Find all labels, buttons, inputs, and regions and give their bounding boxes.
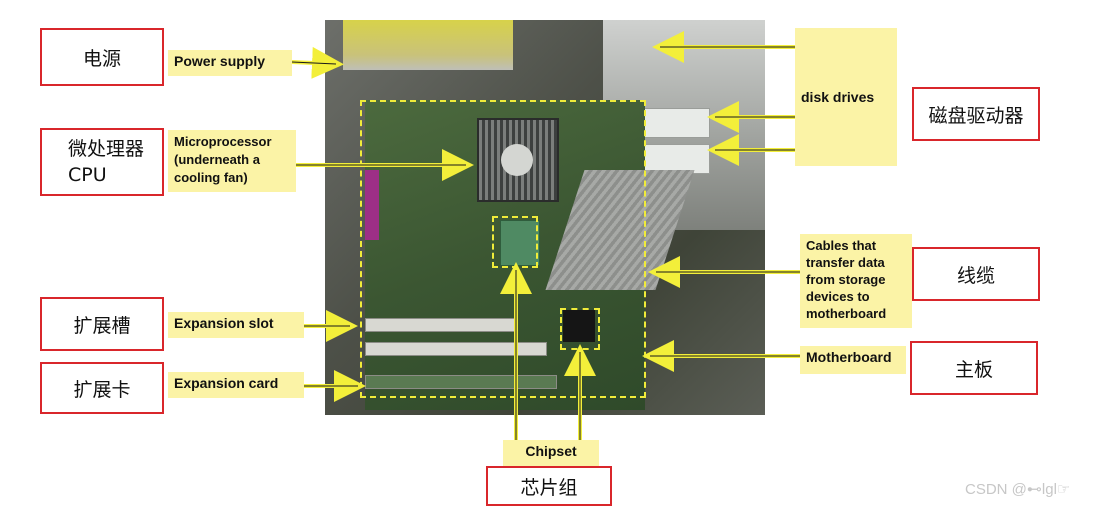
power-supply-en-label: Power supply <box>168 50 292 76</box>
chipset-en-label: Chipset <box>503 440 599 466</box>
microprocessor-cn-label: 微处理器 CPU <box>40 128 164 196</box>
motherboard-cn-label: 主板 <box>910 341 1038 395</box>
chipset-cn-label: 芯片组 <box>486 466 612 506</box>
microprocessor-cn-line2: CPU <box>68 162 107 188</box>
disk-drives-cn-label: 磁盘驱动器 <box>912 87 1040 141</box>
expansion-card-en-label: Expansion card <box>168 372 304 398</box>
expansion-slot-en-label: Expansion slot <box>168 312 304 338</box>
disk-drives-en-label: disk drives <box>795 28 897 166</box>
power-supply-cn-label: 电源 <box>40 28 164 86</box>
microprocessor-en-label: Microprocessor (underneath a cooling fan… <box>168 130 296 192</box>
watermark: CSDN @⊷lgl☞ <box>965 480 1070 498</box>
microprocessor-cn-line1: 微处理器 <box>68 136 144 162</box>
expansion-slot-cn-label: 扩展槽 <box>40 297 164 351</box>
motherboard-en-label: Motherboard <box>800 346 906 374</box>
expansion-card-cn-label: 扩展卡 <box>40 362 164 414</box>
cables-en-label: Cables that transfer data from storage d… <box>800 234 912 328</box>
cables-cn-label: 线缆 <box>912 247 1040 301</box>
